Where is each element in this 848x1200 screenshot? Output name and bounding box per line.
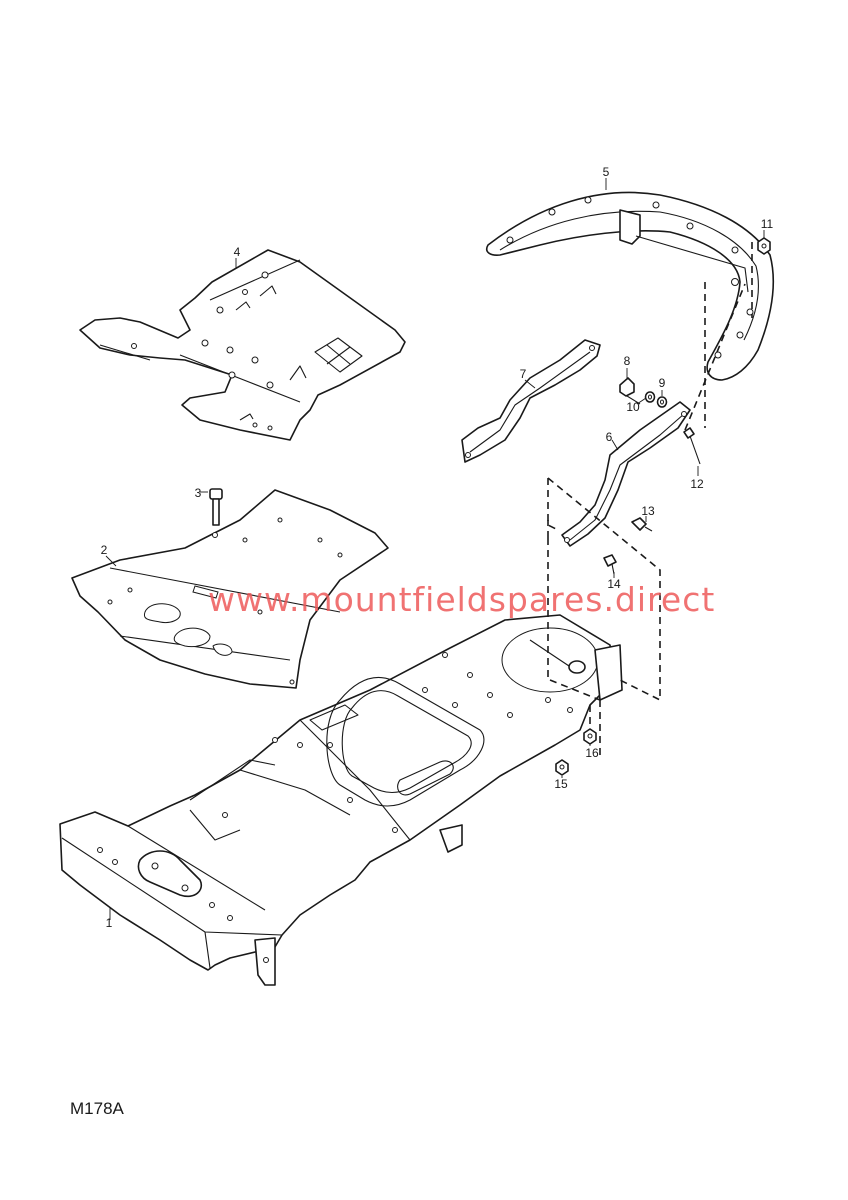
screw-part-3 bbox=[200, 488, 223, 526]
floor-plate-part-2 bbox=[71, 489, 389, 689]
washer-part-10 bbox=[644, 391, 656, 403]
callout-14: 14 bbox=[607, 577, 621, 591]
watermark-text: www.mountfieldspares.direct bbox=[208, 580, 716, 619]
assembly-guide-lines bbox=[547, 242, 753, 760]
callout-16: 16 bbox=[585, 746, 599, 760]
callout-10: 10 bbox=[626, 400, 640, 414]
nut-part-16 bbox=[583, 728, 597, 745]
bolt-part-14 bbox=[603, 554, 617, 575]
rear-bumper-part-5 bbox=[485, 191, 775, 381]
bolt-part-8 bbox=[619, 377, 641, 405]
callout-5: 5 bbox=[602, 165, 610, 179]
callout-13: 13 bbox=[641, 504, 655, 518]
callout-11: 11 bbox=[760, 217, 774, 231]
floor-mat-part-4 bbox=[79, 249, 406, 441]
callout-4: 4 bbox=[233, 245, 241, 259]
callout-2: 2 bbox=[100, 543, 108, 557]
main-chassis-part-1 bbox=[59, 614, 623, 986]
nut-part-15 bbox=[555, 759, 569, 776]
mat-decal-panel bbox=[314, 337, 363, 373]
callout-1: 1 bbox=[105, 916, 113, 930]
callout-15: 15 bbox=[554, 777, 568, 791]
callout-12: 12 bbox=[690, 477, 704, 491]
figure-code: M178A bbox=[70, 1099, 124, 1118]
callout-3: 3 bbox=[194, 486, 202, 500]
washer-part-9 bbox=[656, 396, 668, 408]
callout-9: 9 bbox=[658, 376, 666, 390]
bracket-part-7 bbox=[461, 339, 601, 463]
bracket-part-6 bbox=[561, 401, 691, 547]
nut-part-11 bbox=[757, 237, 771, 255]
bolt-part-12 bbox=[683, 427, 701, 465]
seat-mount-area bbox=[326, 676, 485, 807]
leader-lines bbox=[105, 178, 765, 920]
rear-hitch-opening bbox=[501, 627, 599, 693]
callout-7: 7 bbox=[519, 367, 527, 381]
callout-6: 6 bbox=[605, 430, 613, 444]
floor-plate-cutouts bbox=[143, 585, 233, 656]
callout-8: 8 bbox=[623, 354, 631, 368]
bolt-part-13 bbox=[631, 517, 653, 532]
